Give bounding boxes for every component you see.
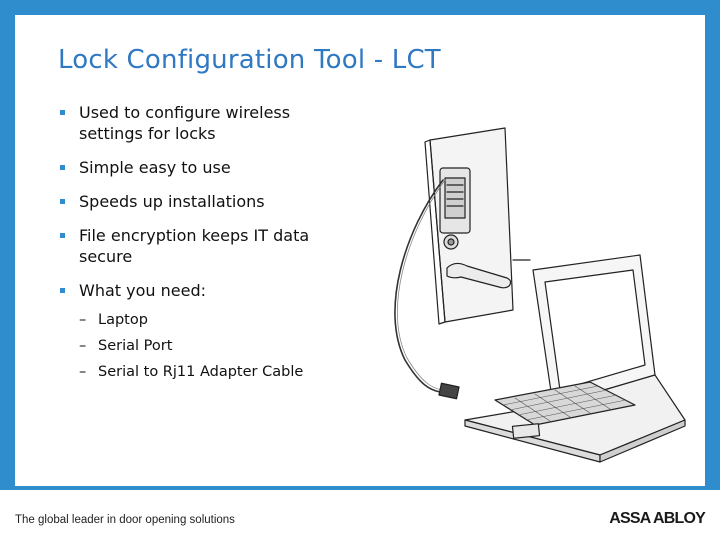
sub-bullet-text: Serial to Rj11 Adapter Cable bbox=[98, 364, 304, 380]
dash-marker: – bbox=[79, 364, 87, 380]
bullet-item: Simple easy to use bbox=[58, 157, 358, 178]
bullet-item: What you need: bbox=[58, 280, 358, 301]
sub-bullet-item: –Laptop bbox=[58, 310, 358, 330]
bullet-square-icon bbox=[60, 199, 65, 204]
bullet-text: Simple easy to use bbox=[79, 158, 231, 177]
laptop-icon bbox=[464, 254, 686, 463]
sub-bullet-text: Laptop bbox=[98, 312, 148, 328]
slide-title: Lock Configuration Tool - LCT bbox=[58, 45, 441, 75]
sub-bullet-text: Serial Port bbox=[98, 338, 173, 354]
cable-icon bbox=[394, 179, 460, 400]
bullet-list: Used to configure wireless settings for … bbox=[58, 102, 358, 388]
dash-marker: – bbox=[79, 338, 87, 354]
sub-bullet-item: –Serial Port bbox=[58, 336, 358, 356]
bullet-text: Used to configure wireless settings for … bbox=[79, 103, 291, 143]
bullet-text: Speeds up installations bbox=[79, 192, 265, 211]
footer-tagline: The global leader in door opening soluti… bbox=[15, 514, 235, 526]
bullet-item: Used to configure wireless settings for … bbox=[58, 102, 358, 144]
bullet-item: Speeds up installations bbox=[58, 191, 358, 212]
slide-content: Lock Configuration Tool - LCT Used to co… bbox=[15, 15, 705, 486]
dash-marker: – bbox=[79, 312, 87, 328]
bullet-square-icon bbox=[60, 165, 65, 170]
lock-laptop-illustration bbox=[394, 127, 686, 463]
bullet-square-icon bbox=[60, 233, 65, 238]
bullet-square-icon bbox=[60, 110, 65, 115]
bullet-text: File encryption keeps IT data secure bbox=[79, 226, 310, 266]
bullet-square-icon bbox=[60, 288, 65, 293]
bullet-item: File encryption keeps IT data secure bbox=[58, 225, 358, 267]
sub-bullet-list: –Laptop –Serial Port –Serial to Rj11 Ada… bbox=[58, 310, 358, 382]
sub-bullet-item: –Serial to Rj11 Adapter Cable bbox=[58, 362, 358, 382]
bullet-text: What you need: bbox=[79, 281, 206, 300]
assa-abloy-logo: ASSA ABLOY bbox=[609, 510, 706, 527]
lock-icon bbox=[424, 127, 531, 325]
